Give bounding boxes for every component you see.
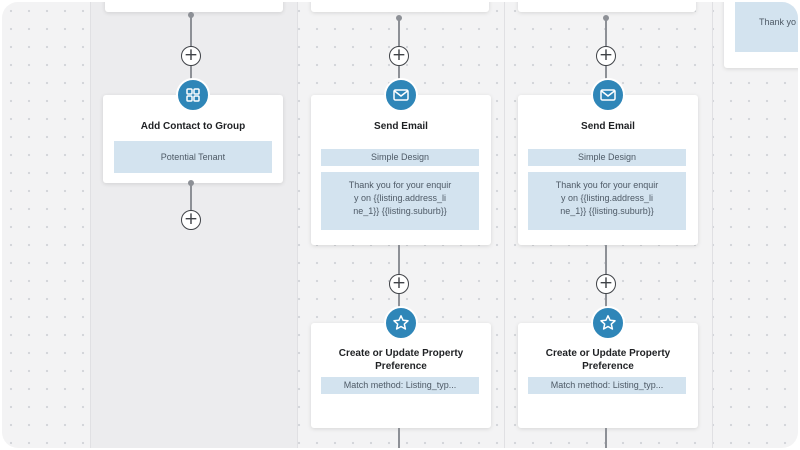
email-body-preview: Thank you for your enquir y on {{listing… [528, 172, 686, 230]
envelope-icon [591, 78, 625, 112]
connector-line [605, 66, 607, 80]
column-divider [297, 2, 298, 448]
node-title: Add Contact to Group [140, 121, 246, 132]
connector-line [398, 16, 400, 48]
previous-node-card[interactable] [518, 2, 696, 12]
connector-dot [396, 15, 402, 21]
connector-dot [188, 12, 194, 18]
add-step-button[interactable]: + [181, 46, 201, 66]
email-body-preview: Thank you for your enquir y on {{listing… [321, 172, 479, 230]
node-title-line: Create or Update Property [545, 348, 671, 359]
star-icon [384, 306, 418, 340]
match-method: Match method: Listing_typ... [528, 377, 686, 394]
star-icon [591, 306, 625, 340]
column-divider [504, 2, 505, 448]
connector-line [605, 16, 607, 48]
node-title: Send Email [374, 121, 428, 132]
previous-node-card[interactable] [311, 2, 489, 12]
connector-line [605, 245, 607, 275]
partial-text: Thank yo [759, 17, 797, 27]
envelope-icon [384, 78, 418, 112]
node-title: Send Email [581, 121, 635, 132]
connector-line [398, 66, 400, 80]
connector-line [605, 294, 607, 308]
property-preference-node[interactable]: Create or Update Property Preference Mat… [311, 323, 491, 428]
previous-node-card[interactable] [105, 2, 283, 12]
email-body-line: Thank you for your enquir [348, 180, 452, 190]
node-title-line: Create or Update Property [338, 348, 464, 359]
node-title-line: Preference [375, 361, 427, 372]
add-step-button[interactable]: + [181, 210, 201, 230]
group-tag: Potential Tenant [114, 141, 272, 173]
email-body-line: y on {{listing.address_li [353, 193, 447, 203]
email-design: Simple Design [528, 149, 686, 166]
add-step-button[interactable]: + [596, 46, 616, 66]
match-method: Match method: Listing_typ... [321, 377, 479, 394]
connector-line [190, 66, 192, 80]
add-step-button[interactable]: + [389, 274, 409, 294]
connector-line [398, 294, 400, 308]
email-body-line: Thank you for your enquir [555, 180, 659, 190]
partial-node-card[interactable]: Thank yo [724, 2, 798, 68]
email-design: Simple Design [321, 149, 479, 166]
send-email-node[interactable]: Send Email Simple Design Thank you for y… [311, 95, 491, 245]
node-title-line: Preference [582, 361, 634, 372]
property-preference-node[interactable]: Create or Update Property Preference Mat… [518, 323, 698, 428]
send-email-node[interactable]: Send Email Simple Design Thank you for y… [518, 95, 698, 245]
connector-line [190, 12, 192, 48]
email-body-line: ne_1}} {{listing.suburb}} [560, 206, 654, 216]
grid-icon [176, 78, 210, 112]
connector-line [190, 183, 192, 211]
email-body-line: ne_1}} {{listing.suburb}} [353, 206, 447, 216]
add-step-button[interactable]: + [389, 46, 409, 66]
column-divider [712, 2, 713, 448]
connector-line [398, 428, 400, 448]
connector-line [605, 428, 607, 448]
add-contact-to-group-node[interactable]: Add Contact to Group Potential Tenant [103, 95, 283, 183]
column-divider [90, 2, 91, 448]
partial-email-preview: Thank yo [735, 2, 798, 52]
email-body-line: y on {{listing.address_li [560, 193, 654, 203]
connector-dot [603, 15, 609, 21]
connector-line [398, 245, 400, 275]
add-step-button[interactable]: + [596, 274, 616, 294]
